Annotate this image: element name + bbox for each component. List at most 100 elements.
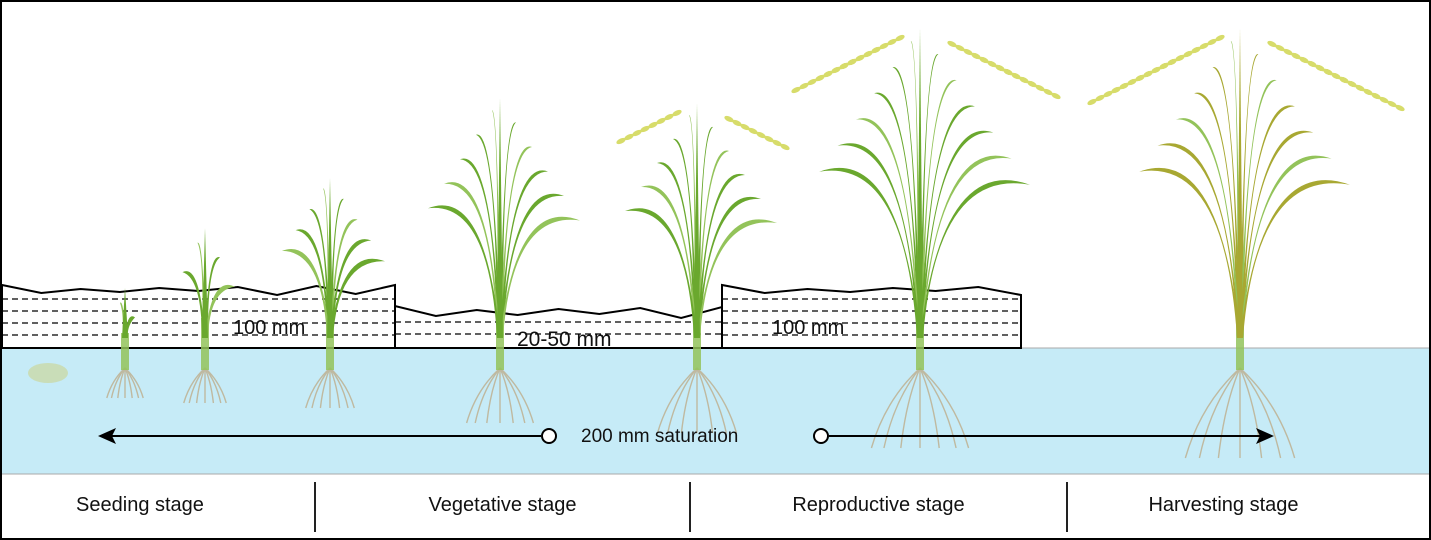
root	[883, 367, 921, 449]
stage-label-reproductive: Reproductive stage	[792, 494, 965, 516]
root	[900, 367, 921, 449]
rice-grain	[1143, 70, 1153, 78]
water-boxes	[1, 283, 1022, 349]
rice-grain	[1175, 54, 1185, 62]
rice-grain	[732, 119, 742, 127]
rice-grain	[1307, 60, 1317, 68]
rice-grain	[807, 78, 817, 86]
rice-grain	[799, 82, 809, 90]
rice-grain	[772, 139, 782, 147]
root	[499, 367, 535, 424]
right-arrow-origin-circle	[813, 428, 829, 444]
root	[204, 367, 227, 404]
leaf	[327, 178, 333, 338]
rice-grain	[1315, 64, 1325, 72]
rice-grain	[1387, 100, 1397, 108]
leaf	[295, 229, 330, 338]
soil-band	[1, 348, 1430, 474]
root	[499, 367, 526, 424]
rice-grain	[672, 109, 682, 117]
rice-grain	[987, 60, 997, 68]
rice-grain	[1003, 68, 1013, 76]
root	[1239, 367, 1282, 459]
rice-grain	[1035, 84, 1045, 92]
rice-grain	[1215, 34, 1225, 42]
root	[195, 367, 206, 404]
rice-grain	[1347, 80, 1357, 88]
rice-grain	[1379, 96, 1389, 104]
leaf	[694, 103, 700, 338]
saturation-label: 200 mm saturation	[581, 426, 739, 447]
rice-grain	[839, 62, 849, 70]
root	[486, 367, 501, 424]
rice-grain	[1395, 104, 1405, 112]
rice-grain	[791, 86, 801, 94]
rice-grain	[1199, 42, 1209, 50]
root	[696, 367, 714, 434]
rice-grain	[1043, 88, 1053, 96]
plants-layer	[28, 28, 1405, 383]
water-level-label-100mm-early: 100 mm	[233, 317, 306, 339]
rice-grain	[895, 34, 905, 42]
rice-grain	[740, 123, 750, 131]
root	[329, 367, 355, 409]
rice-grain	[1299, 56, 1309, 64]
rice-grain	[640, 125, 650, 133]
root	[1184, 367, 1241, 459]
rice-grain	[1151, 66, 1161, 74]
rice-grain	[1159, 62, 1169, 70]
rice-grain	[1267, 40, 1277, 48]
root	[919, 367, 957, 449]
rice-grain	[963, 48, 973, 56]
rice-seed	[28, 363, 68, 383]
root	[1239, 367, 1296, 459]
root	[919, 367, 970, 449]
stem	[121, 333, 129, 370]
root	[311, 367, 331, 409]
root	[124, 367, 144, 399]
rice-grain	[1339, 76, 1349, 84]
root	[319, 367, 331, 409]
stem	[201, 318, 209, 370]
rice-grain	[995, 64, 1005, 72]
rice-grain	[724, 115, 734, 123]
leaf	[1237, 28, 1243, 338]
rice-grain	[1275, 44, 1285, 52]
water-level-label-100mm-reproductive: 100 mm	[772, 317, 845, 339]
leaf	[205, 284, 235, 338]
rice-grain	[748, 127, 758, 135]
rice-grain	[648, 121, 658, 129]
rice-grain	[1135, 74, 1145, 82]
leaf	[917, 28, 923, 338]
rice-grain	[955, 44, 965, 52]
roots-layer	[106, 367, 1296, 459]
stage-label-vegetative: Vegetative stage	[428, 494, 577, 516]
root	[1239, 367, 1263, 459]
rice-grain	[879, 42, 889, 50]
left-arrowhead-icon	[98, 428, 116, 444]
rice-grain	[863, 50, 873, 58]
root	[1198, 367, 1241, 459]
rice-grain	[632, 129, 642, 137]
rice-grain	[847, 58, 857, 66]
rice-grain	[780, 143, 790, 151]
leaf	[202, 228, 208, 338]
rice-grain	[1331, 72, 1341, 80]
rice-grain	[1323, 68, 1333, 76]
rice-grain	[887, 38, 897, 46]
rice-grain	[616, 137, 626, 145]
rice-grain	[756, 131, 766, 139]
rice-grain	[823, 70, 833, 78]
rice-grain	[1011, 72, 1021, 80]
root	[680, 367, 698, 434]
leaf	[122, 288, 128, 338]
root	[188, 367, 206, 404]
rice-grain	[855, 54, 865, 62]
rice-grain	[1119, 82, 1129, 90]
rice-grain	[1183, 50, 1193, 58]
root	[696, 367, 727, 434]
root	[204, 367, 215, 404]
rice-grain	[1019, 76, 1029, 84]
